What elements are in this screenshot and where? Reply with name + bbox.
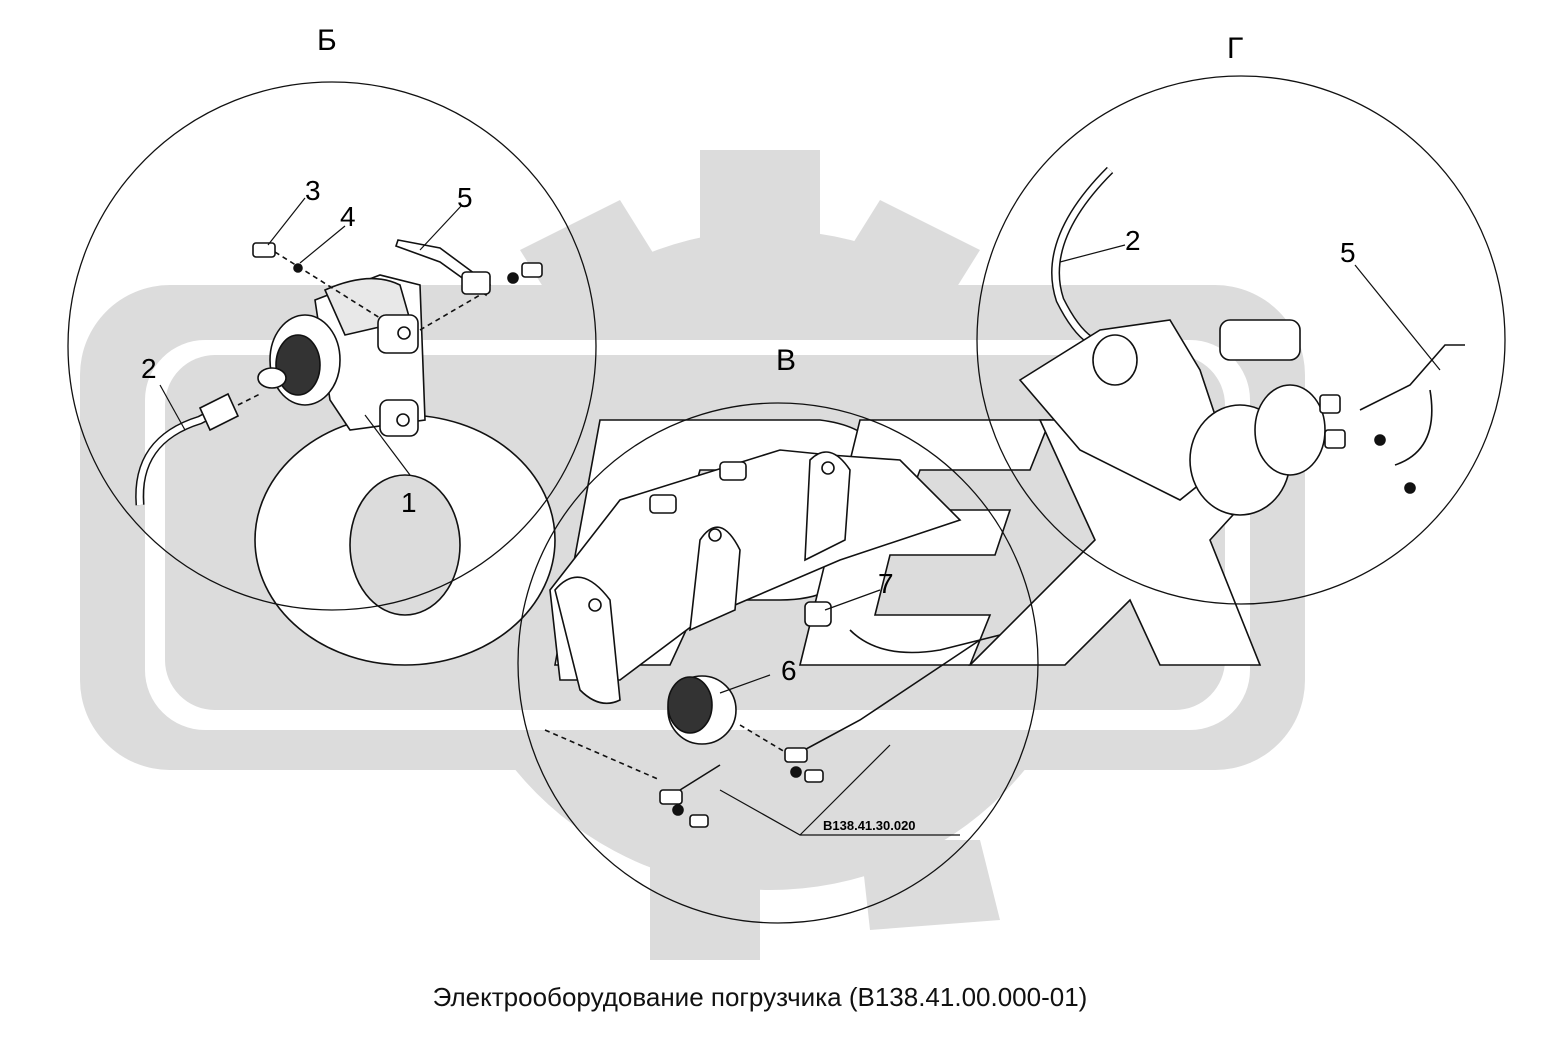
wire-terminal	[659, 789, 683, 805]
callout-3: 3	[305, 175, 321, 206]
callout-6: 6	[781, 655, 797, 686]
terminal	[1319, 394, 1341, 414]
motor-top	[1219, 319, 1301, 361]
detail-circle-b	[67, 81, 597, 611]
mechanism-nozzle	[257, 367, 287, 389]
nut	[1374, 434, 1386, 446]
sensor-7-wire	[849, 629, 1001, 654]
callout-leaders	[159, 197, 1441, 694]
callout-1: 1	[401, 487, 417, 518]
view-label-b: Б	[317, 24, 337, 57]
cable-inner	[136, 409, 217, 506]
sensor-6-wire	[794, 639, 981, 756]
fitting	[719, 461, 747, 481]
mechanism-drum-core	[275, 334, 321, 396]
callout-7: 7	[878, 568, 894, 599]
mechanism-lug-hole	[397, 326, 411, 340]
cable-plug	[198, 392, 240, 432]
wire-lead	[394, 239, 491, 297]
assembly-line	[544, 729, 661, 781]
view-b-drawing	[135, 239, 543, 506]
callout-g-2: 2	[1125, 225, 1141, 256]
callout-4: 4	[340, 201, 356, 232]
view-v-drawing	[544, 449, 1001, 836]
beam-plate	[554, 576, 621, 705]
terminal	[1324, 429, 1346, 449]
nut	[790, 766, 802, 778]
wire-terminal	[461, 271, 491, 295]
bolt	[521, 262, 543, 278]
wire-lead	[679, 764, 721, 791]
view-g-drawing	[1018, 166, 1465, 516]
sensor-7	[804, 601, 832, 627]
cable-inner	[1052, 167, 1113, 343]
detail-circle-g	[976, 75, 1506, 605]
cap	[1092, 334, 1138, 386]
nut	[1404, 482, 1416, 494]
assembly-line	[739, 724, 791, 756]
callout-g-5: 5	[1340, 237, 1356, 268]
beam-plate	[689, 526, 741, 632]
callout-labels: 1 2 3 4 5 6 7 2 5	[141, 175, 1356, 686]
wire-lead	[1359, 344, 1465, 411]
assembly-line	[419, 294, 481, 331]
beam-plate	[804, 451, 851, 562]
view-label-v: В	[776, 344, 796, 377]
figure-caption: Электрооборудование погрузчика (В138.41.…	[432, 982, 1088, 1012]
view-labels: Б В Г	[317, 24, 1243, 377]
fitting	[649, 494, 677, 514]
wire-lead	[1394, 389, 1433, 466]
callout-2: 2	[141, 353, 157, 384]
beam-hole	[821, 461, 835, 475]
beam-hole	[708, 528, 722, 542]
callout-5: 5	[457, 182, 473, 213]
view-label-g: Г	[1227, 32, 1243, 65]
washer	[293, 263, 303, 273]
reference-leader	[799, 744, 891, 836]
motor-end	[1254, 384, 1326, 476]
sensor-6-thread	[667, 676, 713, 734]
nut	[507, 272, 519, 284]
reference-label: В138.41.30.020	[823, 818, 916, 833]
wire-terminal	[784, 747, 808, 763]
beam-hole	[588, 598, 602, 612]
detail-circle-v	[517, 402, 1039, 924]
bolt	[804, 769, 824, 783]
assembly-line	[274, 251, 381, 319]
bolt	[252, 242, 276, 258]
assembly-line	[237, 392, 263, 406]
watermark-letter-o-hole	[349, 474, 461, 616]
nut	[672, 804, 684, 816]
mechanism-lug-hole	[396, 413, 410, 427]
bolt	[689, 814, 709, 828]
